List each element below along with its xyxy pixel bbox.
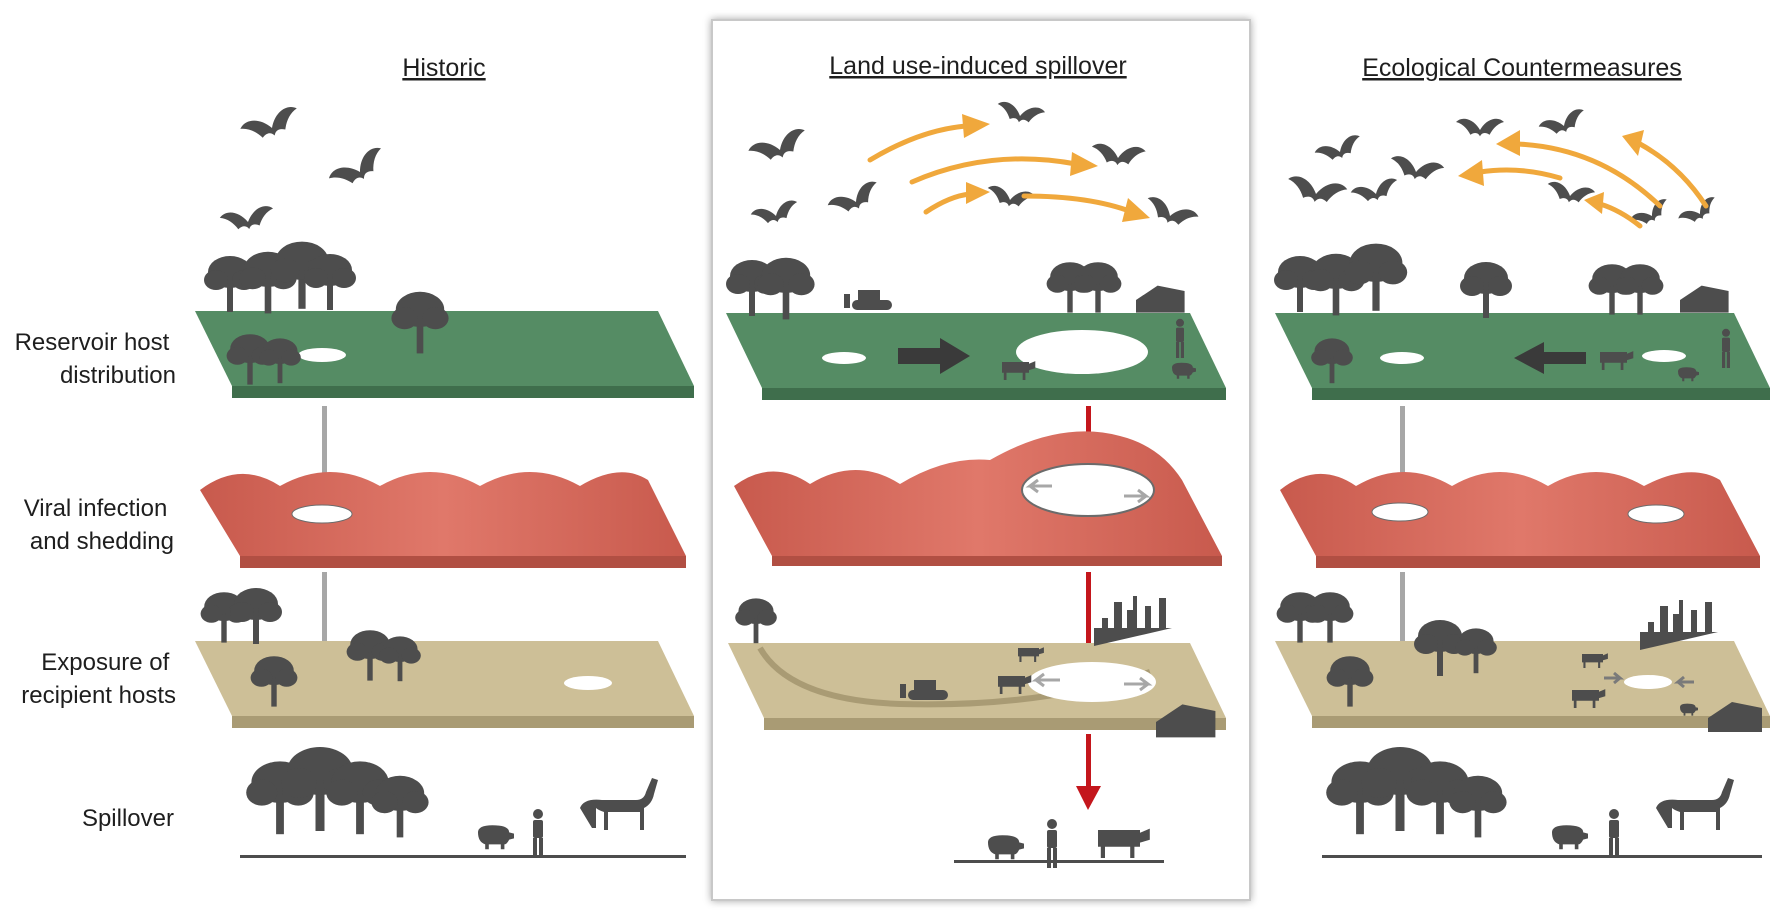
countermeasures-flight-arrowheads bbox=[1458, 130, 1644, 214]
row-label-exposure: Exposure of recipient hosts bbox=[21, 649, 176, 709]
countermeasures-flight-arrows bbox=[1477, 141, 1709, 229]
contraction-arrow-left bbox=[1514, 342, 1586, 374]
countermeasures-exposure-layer bbox=[1275, 641, 1770, 728]
spillover-arrow-3 bbox=[1076, 734, 1101, 810]
historic-column bbox=[195, 104, 694, 858]
countermeasures-reservoir-layer bbox=[1275, 313, 1770, 400]
land-use-reservoir-layer bbox=[726, 313, 1226, 400]
historic-bats bbox=[219, 104, 390, 234]
land-use-exposure-layer bbox=[728, 643, 1226, 730]
bat-flight-arrowheads bbox=[962, 114, 1150, 222]
row-label-reservoir: Reservoir host distribution bbox=[15, 329, 176, 389]
historic-exposure-layer bbox=[195, 641, 694, 728]
historic-horse bbox=[580, 778, 658, 830]
countermeasures-viral-layer bbox=[1280, 472, 1760, 568]
bat-flight-arrows bbox=[867, 123, 1135, 215]
row-label-viral: Viral infection and shedding bbox=[24, 495, 174, 555]
countermeasures-column bbox=[1274, 107, 1770, 858]
land-use-viral-layer bbox=[734, 431, 1222, 566]
col-title-countermeasures: Ecological Countermeasures bbox=[1362, 54, 1682, 82]
expansion-arrow-right bbox=[898, 338, 970, 374]
land-use-column bbox=[726, 100, 1226, 868]
historic-reservoir-layer bbox=[195, 311, 694, 398]
col-title-land-use: Land use-induced spillover bbox=[829, 52, 1126, 80]
historic-spillover-scene bbox=[240, 747, 686, 858]
countermeasures-spillover-scene bbox=[1322, 747, 1762, 858]
col-title-historic: Historic bbox=[402, 54, 485, 82]
historic-viral-layer bbox=[200, 472, 686, 568]
row-label-spillover: Spillover bbox=[82, 805, 174, 832]
land-use-spillover-scene bbox=[954, 819, 1164, 868]
historic-farmer bbox=[533, 809, 543, 858]
historic-pig bbox=[478, 825, 514, 850]
